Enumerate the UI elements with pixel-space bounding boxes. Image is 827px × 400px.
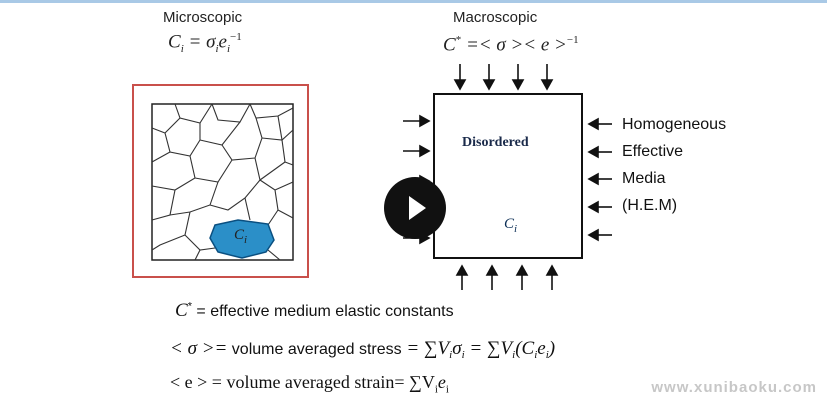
definition-averaged-stress: < σ >= volume averaged stress = ∑Viσi = …	[170, 338, 555, 361]
grain-label-sub: i	[514, 223, 518, 235]
formula-sup: *	[455, 34, 462, 46]
hem-effective: Effective	[622, 143, 684, 160]
formula-c: C	[168, 31, 181, 53]
def2-eq-sub: i	[449, 349, 453, 362]
micro-grain-label: Ci	[234, 227, 247, 246]
formula-sub3: i	[226, 43, 231, 56]
watermark-text: www.xunibaoku.com	[651, 379, 817, 396]
def1-symbol: C	[175, 300, 188, 321]
def1-text: = effective medium elastic constants	[191, 303, 454, 320]
def3-text: < e > = volume averaged strain= ∑V	[170, 372, 435, 392]
def2-eq4: (C	[515, 338, 535, 359]
def2-eq3-sub: i	[512, 349, 516, 362]
def3-sub2: i	[445, 383, 449, 396]
top-border-line	[0, 0, 827, 3]
def2-eq6: )	[548, 338, 556, 359]
microstructure-frame	[132, 84, 309, 278]
def2-text: volume averaged stress	[227, 341, 402, 358]
macro-grain-label: Ci	[504, 216, 517, 235]
macroscopic-box	[433, 93, 583, 259]
grain-network	[151, 103, 294, 261]
def2-eq5: e	[537, 338, 546, 359]
definition-averaged-strain: < e > = volume averaged strain= ∑Viei	[170, 372, 449, 396]
def2-eq5-sub: i	[545, 349, 549, 362]
def2-eq2: σ	[452, 338, 462, 359]
microscopic-heading: Microscopic	[163, 9, 243, 26]
hem-abbreviation: (H.E.M)	[622, 197, 678, 214]
formula-c: C	[443, 34, 456, 56]
formula-sub: i	[180, 43, 184, 56]
def3-e: e	[437, 372, 446, 392]
play-button[interactable]	[384, 177, 446, 239]
formula-e: e	[218, 31, 227, 53]
grain-label-c: C	[234, 227, 245, 243]
formula-sub2: i	[215, 43, 219, 56]
formula-sup: −1	[230, 31, 242, 43]
def2-eq2-sub: i	[461, 349, 465, 362]
grain-label-sub: i	[244, 234, 248, 246]
def2-eq3: = ∑V	[464, 338, 513, 359]
formula-sup2: −1	[566, 34, 579, 46]
hem-media: Media	[622, 170, 666, 187]
formula-stress-strain: =< σ >< e >	[461, 34, 567, 56]
highlighted-grain	[209, 219, 275, 259]
grain-label-c: C	[504, 216, 515, 232]
definition-effective-constants: C* = effective medium elastic constants	[175, 300, 454, 322]
macroscopic-formula: C* =< σ >< e >−1	[443, 34, 579, 56]
def2-symbol: < σ >=	[170, 338, 228, 359]
formula-sigma: = σ	[183, 31, 216, 53]
macroscopic-heading: Macroscopic	[453, 9, 538, 26]
hem-homogeneous: Homogeneous	[622, 116, 727, 133]
def1-sup: *	[187, 300, 192, 313]
def3-sub: i	[434, 383, 438, 396]
disordered-label: Disordered	[462, 135, 529, 150]
microscopic-formula: Ci = σiei−1	[168, 31, 242, 55]
def2-eq4-sub: i	[534, 349, 538, 362]
def2-eq: = ∑V	[401, 338, 450, 359]
